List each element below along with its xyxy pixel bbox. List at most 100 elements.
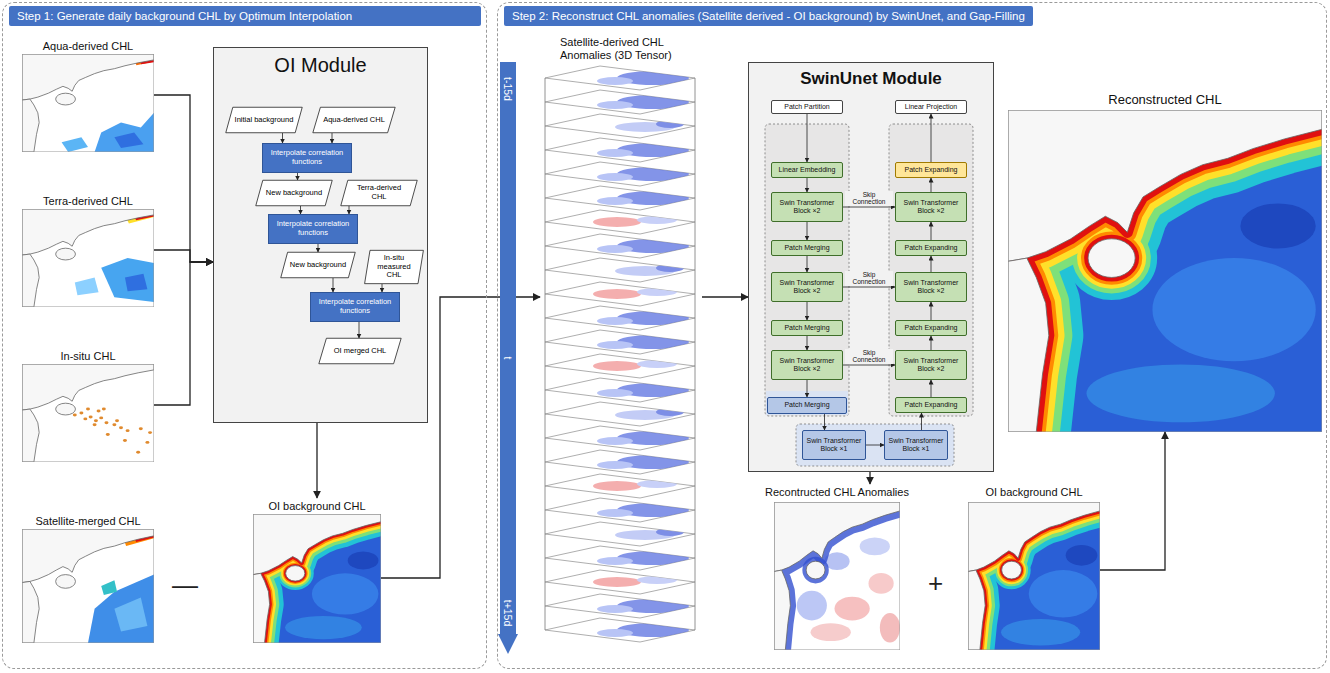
connector xyxy=(382,284,383,292)
connector xyxy=(282,133,283,143)
tensor-stack: Satellite-derived CHL Anomalies (3D Tens… xyxy=(540,36,702,654)
drawing-part xyxy=(545,114,695,138)
time-label: t-15d xyxy=(503,77,514,101)
drawing-part xyxy=(22,209,154,307)
connector xyxy=(866,445,884,446)
time-label: t xyxy=(503,357,514,360)
operator-sign: — xyxy=(172,572,198,598)
module-title: OI Module xyxy=(214,48,427,77)
drawing-part xyxy=(968,502,1100,650)
box-label: Interpolate correlation functions xyxy=(315,298,395,315)
layer-box: Linear Embedding xyxy=(771,162,843,178)
map-title: Terra-derived CHL xyxy=(22,193,154,209)
box-label: In-situ measured CHL xyxy=(373,254,415,280)
parallelogram-shape xyxy=(341,180,417,205)
connector xyxy=(807,380,808,397)
box-label: Swin Transformer Block ×2 xyxy=(899,199,963,215)
drawing-part xyxy=(545,282,695,306)
box-label: Patch Expanding xyxy=(905,166,958,174)
merged-map xyxy=(22,529,154,643)
drawing-part xyxy=(695,78,696,630)
data-parallelogram: Terra-derived CHL xyxy=(340,180,418,206)
edge-label: Skip Connection xyxy=(845,191,893,205)
layer-box: Swin Transformer Block ×2 xyxy=(771,192,843,222)
process-box: Interpolate correlation functions xyxy=(262,143,352,173)
box-label: Linear Projection xyxy=(905,103,958,111)
data-parallelogram: OI merged CHL xyxy=(318,338,402,364)
layer-box: Swin Transformer Block ×2 xyxy=(895,272,967,302)
map-panel: Terra-derived CHL xyxy=(22,193,154,307)
connector xyxy=(807,336,808,350)
map-title: Reconstructed CHL xyxy=(1008,90,1322,109)
connector xyxy=(807,178,808,192)
drawing-part xyxy=(545,546,695,570)
map-panel: OI background CHL xyxy=(253,498,381,643)
bottleneck-group xyxy=(796,424,954,466)
box-label: Terra-derived CHL xyxy=(349,184,409,201)
connector xyxy=(931,178,932,192)
terra-map xyxy=(22,209,154,307)
parallelogram-shape xyxy=(365,250,424,283)
data-parallelogram: Initial background xyxy=(225,107,303,133)
drawing-part xyxy=(545,474,695,498)
reconstructed-map xyxy=(1008,110,1322,432)
drawing-part xyxy=(545,618,695,642)
drawing-part xyxy=(545,78,546,630)
drawing-part xyxy=(545,498,695,522)
layer-box: Swin Transformer Block ×2 xyxy=(895,192,967,222)
panel-heading: Step 2: Reconstruct CHL anomalies (Satel… xyxy=(504,6,1033,26)
box-label: Swin Transformer Block ×2 xyxy=(775,199,839,215)
layer-box: Patch Partition xyxy=(771,100,843,114)
drawing-part xyxy=(22,529,154,643)
map-panel: Aqua-derived CHL xyxy=(22,38,154,152)
module-ground xyxy=(748,62,994,472)
drawing-part xyxy=(545,138,695,162)
drawing-part xyxy=(545,306,695,330)
connector xyxy=(154,262,213,405)
drawing-part xyxy=(545,258,695,282)
connector xyxy=(824,414,825,430)
layer-box: Patch Merging xyxy=(767,397,847,414)
connector xyxy=(843,287,895,288)
aqua-map xyxy=(22,54,154,152)
box-label: Initial background xyxy=(235,116,294,125)
parallelogram-shape xyxy=(281,252,355,277)
map-panel: Recontructed CHL Anomalies xyxy=(757,484,917,650)
connector xyxy=(843,207,895,208)
drawing-part xyxy=(22,364,154,462)
box-label: OI merged CHL xyxy=(334,347,387,356)
module-box: SwinUnet ModulePatch PartitionLinear Pro… xyxy=(748,62,994,472)
box-label: Interpolate correlation functions xyxy=(267,149,347,166)
background-map xyxy=(968,502,1100,650)
connector xyxy=(154,95,213,262)
drawing-part xyxy=(1008,110,1322,432)
step-panel: Step 1: Generate daily background CHL by… xyxy=(2,2,487,669)
parallelogram-shape xyxy=(313,107,395,132)
connector xyxy=(869,472,870,484)
parallelogram-shape xyxy=(256,180,332,205)
box-label: Aqua-derived CHL xyxy=(323,116,385,125)
time-axis-arrow: t-15d t t+15d xyxy=(498,62,518,654)
drawing-part xyxy=(545,210,695,234)
layer-box: Patch Expanding xyxy=(895,397,967,413)
drawing-part xyxy=(545,90,695,114)
edge-label: Skip Connection xyxy=(845,271,893,285)
box-label: Swin Transformer Block ×2 xyxy=(899,357,963,373)
time-label: t+15d xyxy=(503,600,514,627)
connector xyxy=(359,322,360,338)
layer-box: Swin Transformer Block ×2 xyxy=(771,272,843,302)
drawing-part xyxy=(22,54,154,152)
box-label: Patch Merging xyxy=(784,324,829,332)
map-title: Satellite-merged CHL xyxy=(22,513,154,529)
connector xyxy=(316,423,317,498)
drawing-part xyxy=(545,186,695,210)
box-label: Patch Partition xyxy=(784,103,830,111)
module-ground xyxy=(213,47,428,423)
layer-box: Patch Expanding xyxy=(895,240,967,256)
parallelogram-shape xyxy=(226,107,302,132)
data-parallelogram: Aqua-derived CHL xyxy=(312,107,396,133)
connector xyxy=(332,133,333,143)
map-title: Recontructed CHL Anomalies xyxy=(757,484,917,500)
layer-box: Swin Transformer Block ×1 xyxy=(802,430,866,460)
